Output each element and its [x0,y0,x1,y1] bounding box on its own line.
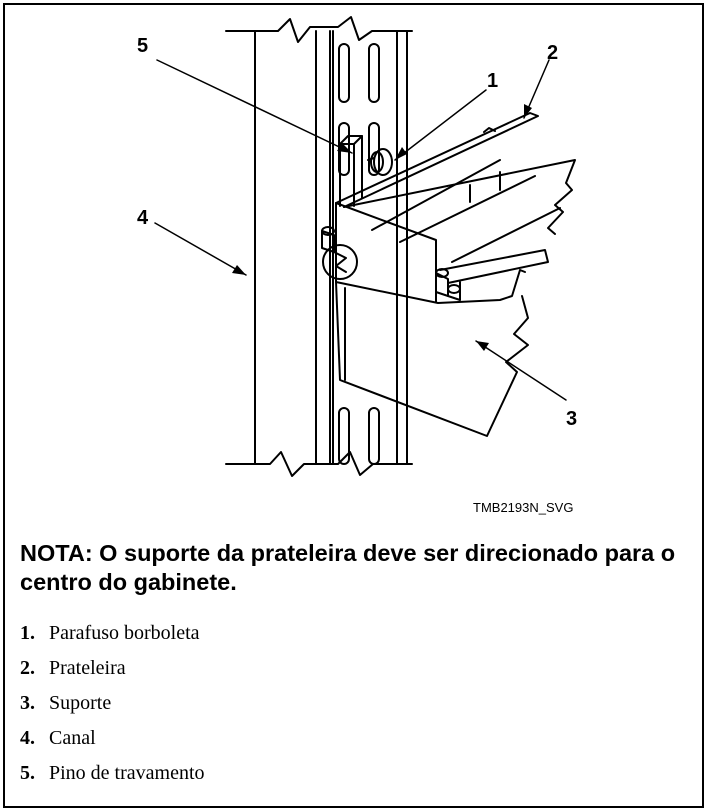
legend-list: 1. Parafuso borboleta 2. Prateleira 3. S… [20,616,205,791]
legend-label: Pino de travamento [49,762,205,784]
legend-number: 1. [20,622,35,644]
legend-item: 4. Canal [20,721,205,756]
leader-lines [154,59,567,401]
legend-item: 2. Prateleira [20,651,205,686]
legend-item: 1. Parafuso borboleta [20,616,205,651]
legend-label: Canal [49,727,96,749]
legend-number: 2. [20,657,35,679]
callout-1: 1 [487,70,498,92]
bottom-break-line [225,451,413,477]
callout-5: 5 [137,35,148,57]
figure-frame [3,3,704,808]
legend-label: Prateleira [49,657,126,679]
callout-3: 3 [566,408,577,430]
shelf [335,112,576,284]
legend-number: 4. [20,727,35,749]
bracket [321,202,529,437]
wing-screw [367,148,393,176]
legend-label: Suporte [49,692,112,714]
legend-item: 3. Suporte [20,686,205,721]
legend-number: 3. [20,692,35,714]
shelf-bracket-diagram: 5 1 2 4 3 [137,16,577,477]
arrowheads [232,104,532,351]
top-break-line [225,16,413,43]
legend-item: 5. Pino de travamento [20,756,205,791]
callout-2: 2 [547,42,558,64]
note-text: NOTA: O suporte da prateleira deve ser d… [20,540,676,595]
channel [254,30,408,465]
figure-id-label: TMB2193N_SVG [473,500,574,515]
callout-4: 4 [137,207,149,229]
legend-label: Parafuso borboleta [49,622,200,644]
legend-number: 5. [20,762,35,784]
